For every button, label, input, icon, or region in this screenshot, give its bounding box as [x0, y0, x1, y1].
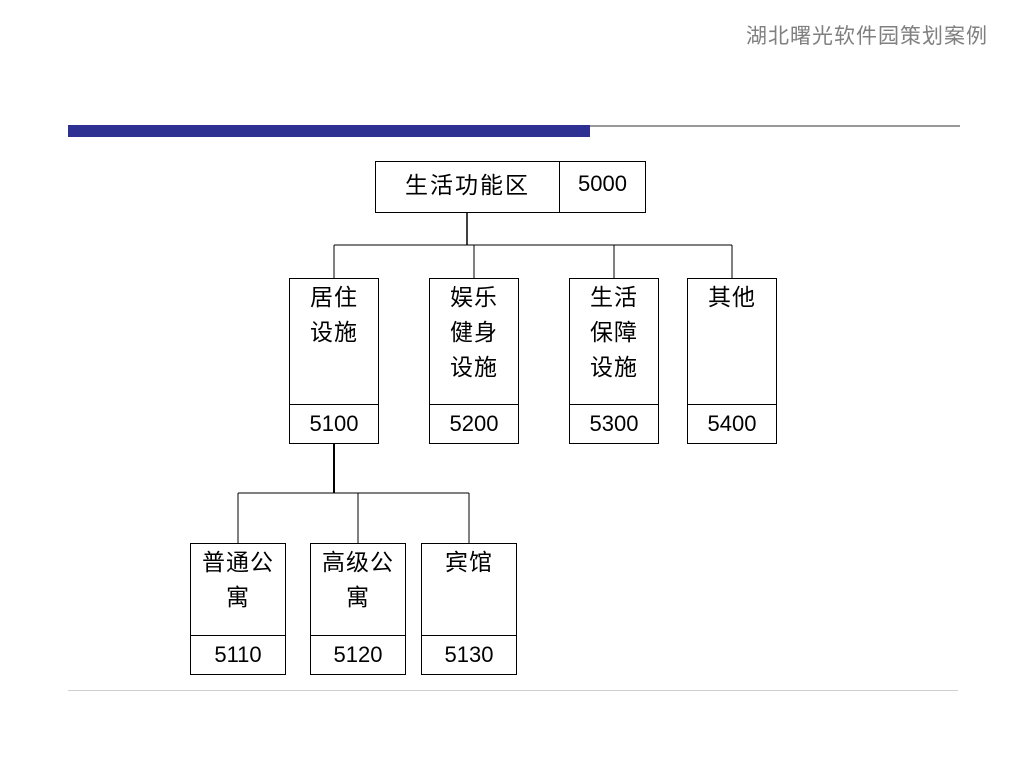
- node-5200: 娱乐健身设施 5200: [429, 278, 519, 444]
- node-root: 生活功能区 5000: [375, 161, 646, 213]
- node-code: 5100: [290, 404, 378, 443]
- node-label: 生活保障设施: [590, 285, 638, 381]
- node-root-code: 5000: [578, 171, 627, 196]
- node-code: 5300: [570, 404, 658, 443]
- node-5130: 宾馆 5130: [421, 543, 517, 675]
- header-title: 湖北曙光软件园策划案例: [746, 24, 988, 48]
- node-code: 5120: [311, 635, 405, 674]
- node-5300: 生活保障设施 5300: [569, 278, 659, 444]
- node-label: 普通公寓: [202, 550, 274, 611]
- node-code: 5110: [191, 635, 285, 674]
- node-code: 5200: [430, 404, 518, 443]
- node-5100: 居住设施 5100: [289, 278, 379, 444]
- footer-rule: [68, 690, 958, 691]
- node-5400: 其他 5400: [687, 278, 777, 444]
- node-label: 高级公寓: [322, 550, 394, 611]
- accent-rule: [590, 125, 960, 127]
- node-label: 宾馆: [445, 550, 493, 576]
- node-5110: 普通公寓 5110: [190, 543, 286, 675]
- accent-bar: [68, 125, 590, 137]
- node-code: 5400: [688, 404, 776, 443]
- node-label: 其他: [708, 285, 756, 311]
- node-label: 居住设施: [310, 285, 358, 346]
- node-code: 5130: [422, 635, 516, 674]
- node-root-label: 生活功能区: [376, 162, 560, 212]
- node-5120: 高级公寓 5120: [310, 543, 406, 675]
- node-label: 娱乐健身设施: [450, 285, 498, 381]
